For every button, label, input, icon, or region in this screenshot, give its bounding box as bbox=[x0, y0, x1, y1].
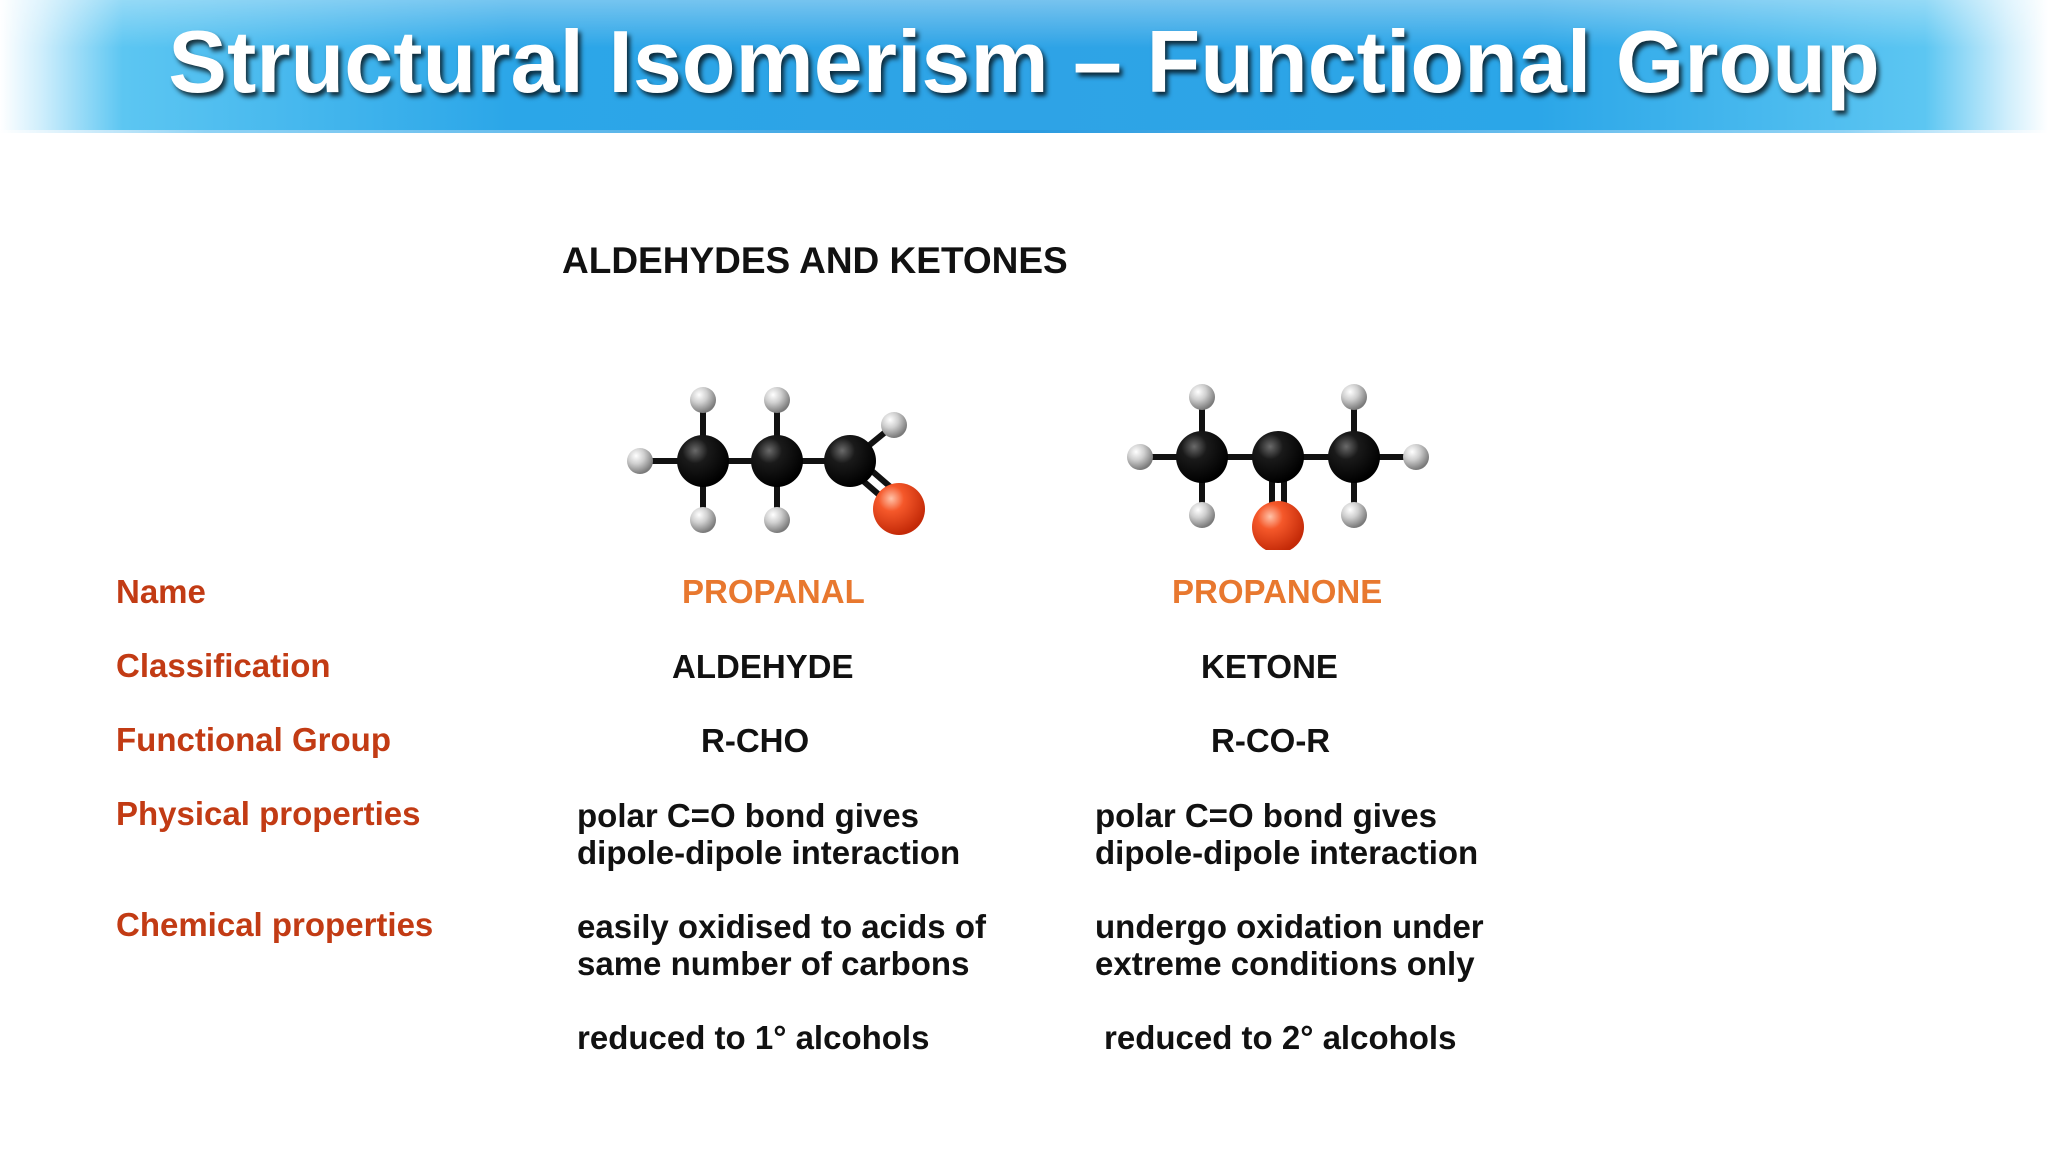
aldehyde-name: PROPANAL bbox=[682, 573, 865, 610]
carbon-atom bbox=[1328, 431, 1380, 483]
ketone-chemical-line2: extreme conditions only bbox=[1095, 945, 1475, 982]
aldehyde-reduction: reduced to 1° alcohols bbox=[577, 1019, 930, 1056]
oxygen-atom bbox=[873, 483, 925, 535]
hydrogen-atom bbox=[1189, 502, 1215, 528]
ketone-chemical-line1: undergo oxidation under bbox=[1095, 908, 1484, 945]
row-label-name: Name bbox=[116, 573, 206, 610]
hydrogen-atom bbox=[690, 507, 716, 533]
ketone-functional-group: R-CO-R bbox=[1211, 722, 1331, 759]
row-label-functional-group: Functional Group bbox=[116, 721, 391, 758]
hydrogen-atom bbox=[764, 387, 790, 413]
ketone-reduction: reduced to 2° alcohols bbox=[1104, 1019, 1457, 1056]
ketone-classification: KETONE bbox=[1201, 648, 1338, 685]
hydrogen-atom bbox=[627, 448, 653, 474]
hydrogen-atom bbox=[690, 387, 716, 413]
title-bar: Structural Isomerism – Functional Group bbox=[0, 0, 2048, 130]
propanone-molecule-icon bbox=[1127, 384, 1429, 550]
aldehyde-chemical-line2: same number of carbons bbox=[577, 945, 970, 982]
carbon-atom bbox=[1176, 431, 1228, 483]
aldehyde-physical-line1: polar C=O bond gives bbox=[577, 797, 919, 834]
carbon-atom bbox=[1252, 431, 1304, 483]
aldehyde-classification: ALDEHYDE bbox=[672, 648, 854, 685]
carbon-atom bbox=[751, 435, 803, 487]
ketone-physical-line2: dipole-dipole interaction bbox=[1095, 834, 1479, 871]
aldehyde-functional-group: R-CHO bbox=[701, 722, 810, 759]
slide-title: Structural Isomerism – Functional Group bbox=[168, 12, 1880, 111]
hydrogen-atom bbox=[1341, 502, 1367, 528]
hydrogen-atom bbox=[881, 412, 907, 438]
row-label-classification: Classification bbox=[116, 647, 331, 684]
carbon-atom bbox=[824, 435, 876, 487]
row-label-physical-properties: Physical properties bbox=[116, 795, 421, 832]
hydrogen-atom bbox=[764, 507, 790, 533]
section-heading: ALDEHYDES AND KETONES bbox=[562, 240, 1068, 281]
row-label-chemical-properties: Chemical properties bbox=[116, 906, 434, 943]
hydrogen-atom bbox=[1403, 444, 1429, 470]
carbon-atom bbox=[677, 435, 729, 487]
propanal-molecule-icon bbox=[627, 387, 925, 535]
title-underline bbox=[0, 130, 2048, 133]
hydrogen-atom bbox=[1127, 444, 1153, 470]
oxygen-atom bbox=[1252, 501, 1304, 550]
hydrogen-atom bbox=[1341, 384, 1367, 410]
aldehyde-chemical-line1: easily oxidised to acids of bbox=[577, 908, 986, 945]
aldehyde-physical-line2: dipole-dipole interaction bbox=[577, 834, 961, 871]
hydrogen-atom bbox=[1189, 384, 1215, 410]
ketone-name: PROPANONE bbox=[1172, 573, 1383, 610]
ketone-physical-line1: polar C=O bond gives bbox=[1095, 797, 1437, 834]
